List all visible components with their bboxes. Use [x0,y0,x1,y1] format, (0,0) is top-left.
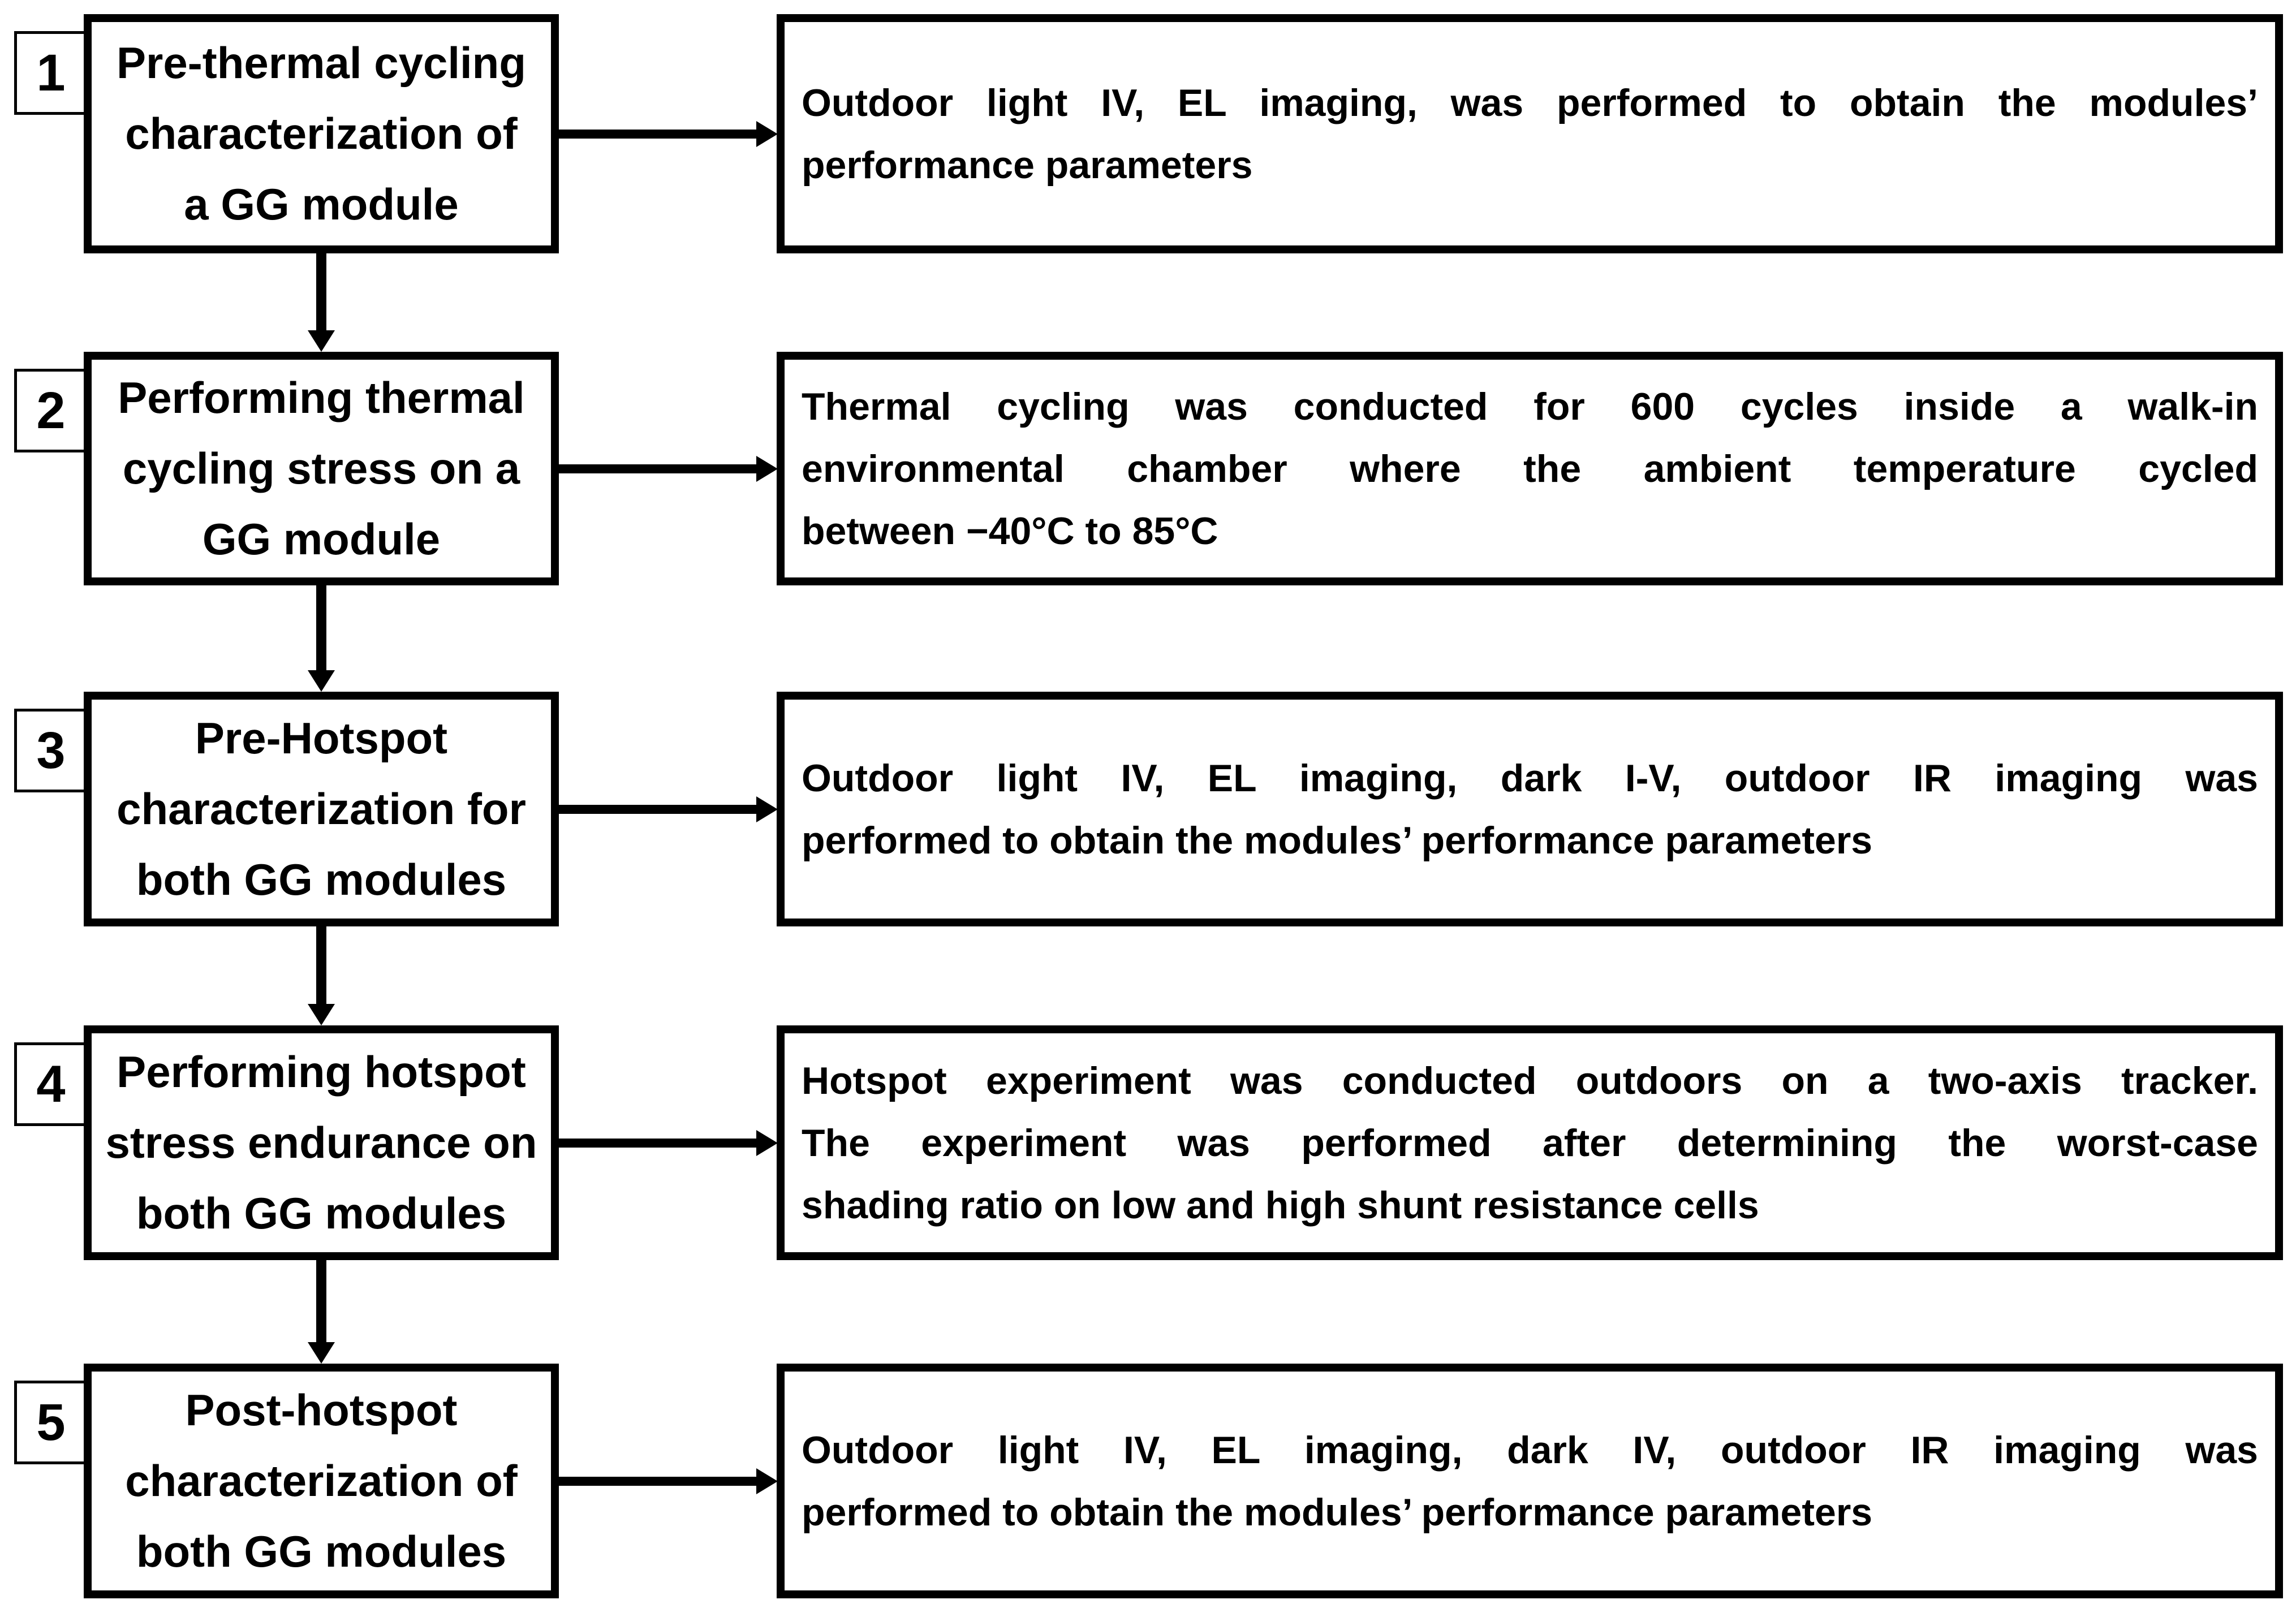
step-title: Post-hotspot characterization of both GG m… [92,1375,551,1587]
step-title-line: Post-hotspot [185,1385,458,1435]
step-title: Performing thermal cycling stress on a GG … [92,363,551,575]
step-title-line: stress endurance on [105,1118,537,1167]
step-description-line: performance parameters [802,143,1253,187]
down-arrow-line [316,1260,326,1342]
step-description: Outdoor light IV, EL imaging, dark IV, o… [802,1419,2258,1543]
down-arrow-head-icon [308,1342,335,1364]
step-title-line: Pre-thermal cycling [117,38,526,88]
right-arrow-line [559,1476,756,1486]
step-description: Outdoor light IV, EL imaging, dark I-V, … [802,747,2258,872]
step-title-line: characterization of [125,109,518,158]
step-row-1: 1 Pre-thermal cycling characterization of… [0,14,2296,253]
step-description-line: Outdoor light IV, EL imaging, was perfor… [802,81,2258,124]
step-row-3: 3 Pre-Hotspot characterization for both GG… [0,692,2296,926]
step-title-line: Performing hotspot [117,1047,526,1097]
step-title-line: characterization of [125,1456,518,1506]
step-title-line: cycling stress on a [122,443,520,493]
step-title-line: a GG module [184,179,459,229]
step-description-line: Hotspot experiment was conducted outdoor… [802,1059,2258,1102]
step-title-line: Pre-Hotspot [195,713,448,763]
right-arrow-line [559,1138,756,1148]
step-description-line: performed to obtain the modules’ perform… [802,818,1873,862]
step-description: Hotspot experiment was conducted outdoor… [802,1050,2258,1236]
step-description-box: Outdoor light IV, EL imaging, dark I-V, … [777,692,2283,926]
down-arrow-line [316,253,326,330]
down-arrow-head-icon [308,1004,335,1025]
step-title-line: both GG modules [136,855,507,904]
step-description-box: Thermal cycling was conducted for 600 cy… [777,352,2283,585]
step-title: Performing hotspot stress endurance on bot… [92,1037,551,1249]
right-arrow-head-icon [756,1468,778,1494]
step-title-line: both GG modules [136,1188,507,1238]
step-number: 3 [36,721,66,779]
step-description-box: Outdoor light IV, EL imaging, was perfor… [777,14,2283,253]
step-title-box: Post-hotspot characterization of both GG m… [84,1364,559,1598]
step-description-line: Thermal cycling was conducted for 600 cy… [802,385,2258,428]
step-title-line: both GG modules [136,1527,507,1576]
down-arrow-line [316,926,326,1004]
step-description: Thermal cycling was conducted for 600 cy… [802,376,2258,562]
step-description-line: environmental chamber where the ambient … [802,447,2258,490]
step-number-badge: 2 [14,369,88,452]
right-arrow-head-icon [756,1129,778,1156]
step-row-2: 2 Performing thermal cycling stress on a G… [0,352,2296,585]
right-arrow-head-icon [756,796,778,822]
step-title-box: Pre-Hotspot characterization for both GG m… [84,692,559,926]
step-title-line: characterization for [117,784,526,834]
step-row-5: 5 Post-hotspot characterization of both GG… [0,1364,2296,1598]
down-arrow-head-icon [308,330,335,352]
step-title-line: Performing thermal [118,373,525,422]
step-number: 4 [36,1055,66,1113]
down-arrow-head-icon [308,670,335,692]
step-description-box: Outdoor light IV, EL imaging, dark IV, o… [777,1364,2283,1598]
step-description-line: shading ratio on low and high shunt resi… [802,1183,1759,1227]
step-title-line: GG module [202,514,441,564]
step-number: 5 [36,1393,66,1451]
step-description-line: performed to obtain the modules’ perform… [802,1490,1873,1534]
right-arrow-head-icon [756,455,778,482]
right-arrow-head-icon [756,120,778,147]
right-arrow-line [559,464,756,473]
step-number-badge: 3 [14,709,88,792]
step-row-4: 4 Performing hotspot stress endurance on b… [0,1025,2296,1260]
step-title-box: Pre-thermal cycling characterization of a … [84,14,559,253]
step-number-badge: 4 [14,1042,88,1126]
right-arrow-line [559,804,756,814]
step-number-badge: 5 [14,1381,88,1464]
step-title: Pre-thermal cycling characterization of a … [92,28,551,240]
step-title: Pre-Hotspot characterization for both GG m… [92,703,551,915]
step-title-box: Performing hotspot stress endurance on bot… [84,1025,559,1260]
down-arrow-line [316,585,326,670]
step-description-line: between −40°C to 85°C [802,509,1218,553]
step-number: 2 [36,381,66,439]
right-arrow-line [559,129,756,139]
step-description-box: Hotspot experiment was conducted outdoor… [777,1025,2283,1260]
step-description-line: The experiment was performed after deter… [802,1121,2258,1165]
step-description: Outdoor light IV, EL imaging, was perfor… [802,72,2258,196]
step-description-line: Outdoor light IV, EL imaging, dark IV, o… [802,1428,2258,1472]
step-description-line: Outdoor light IV, EL imaging, dark I-V, … [802,756,2258,800]
step-title-box: Performing thermal cycling stress on a GG … [84,352,559,585]
step-number: 1 [36,44,66,102]
step-number-badge: 1 [14,31,88,115]
